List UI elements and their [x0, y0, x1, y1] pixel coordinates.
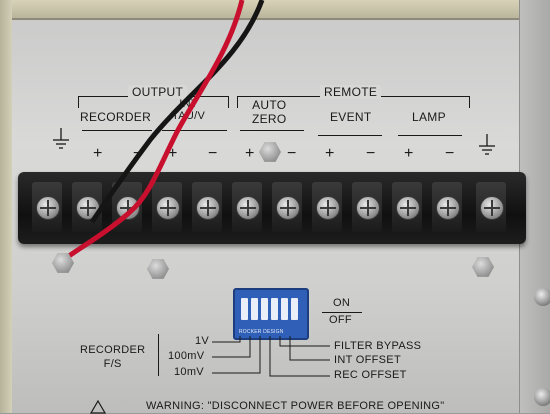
case-screw — [534, 288, 550, 306]
auto-zero-underline — [240, 130, 304, 131]
screw-icon — [116, 196, 140, 220]
terminal-recorder-plus[interactable] — [72, 182, 102, 232]
screw-icon — [156, 196, 180, 220]
event-underline — [318, 135, 382, 136]
remote-bracket-left — [237, 96, 238, 108]
lamp-underline — [398, 135, 462, 136]
terminal-strip — [18, 172, 526, 244]
int-offset-label: INT OFFSET — [334, 354, 401, 366]
off-label: OFF — [329, 314, 352, 326]
plus-sign: + — [404, 145, 414, 162]
screw-icon — [480, 196, 504, 220]
rec-offset-label: REC OFFSET — [334, 369, 407, 381]
minus-sign: − — [366, 145, 376, 162]
screw-icon — [396, 196, 420, 220]
dip-toggle-6[interactable] — [291, 298, 298, 320]
plus-sign: + — [168, 145, 178, 162]
minus-sign: − — [208, 145, 218, 162]
terminal-int-minus[interactable] — [192, 182, 222, 232]
auto-zero-nut — [259, 142, 281, 162]
screw-icon — [76, 196, 100, 220]
top-rim — [0, 0, 550, 20]
terminal-event-plus[interactable] — [312, 182, 342, 232]
screw-icon — [36, 196, 60, 220]
on-off-divider — [322, 312, 362, 313]
case-screw — [534, 388, 550, 406]
range-100mv: 100mV — [168, 350, 205, 362]
minus-sign: − — [287, 145, 297, 162]
ground-icon — [479, 134, 495, 155]
event-label: EVENT — [330, 110, 372, 124]
terminal-ground[interactable] — [32, 182, 62, 232]
dip-toggle-1[interactable] — [241, 298, 248, 320]
recorder-label: RECORDER — [80, 110, 152, 124]
plus-sign: + — [93, 145, 103, 162]
screw-icon — [356, 196, 380, 220]
ground-icon — [53, 128, 69, 149]
left-rim — [0, 0, 12, 413]
lamp-label: LAMP — [412, 110, 446, 124]
warning-text: WARNING: "DISCONNECT POWER BEFORE OPENIN… — [146, 400, 445, 412]
remote-bracket-right — [469, 96, 470, 108]
dip-toggle-2[interactable] — [251, 298, 258, 320]
screw-icon — [436, 196, 460, 220]
terminal-event-minus[interactable] — [352, 182, 382, 232]
remote-label: REMOTE — [320, 85, 382, 99]
plus-sign: + — [325, 145, 335, 162]
terminal-ground-right[interactable] — [476, 182, 506, 232]
terminal-lamp-minus[interactable] — [432, 182, 462, 232]
warning-triangle-icon — [90, 400, 106, 414]
mount-nut — [52, 253, 74, 273]
fs-bracket — [158, 334, 159, 376]
range-10mv: 10mV — [174, 366, 204, 378]
dip-toggle-4[interactable] — [271, 298, 278, 320]
range-1v: 1V — [195, 335, 210, 347]
output-bracket-left — [78, 96, 79, 108]
recorder-underline — [82, 130, 152, 131]
recorder-fs-label: RECORDER F/S — [80, 344, 146, 370]
screw-icon — [316, 196, 340, 220]
terminal-int-plus[interactable] — [152, 182, 182, 232]
mount-nut — [147, 259, 169, 279]
auto-zero-label: AUTO ZERO — [252, 98, 287, 126]
on-label: ON — [333, 297, 351, 309]
screw-icon — [276, 196, 300, 220]
screw-icon — [236, 196, 260, 220]
terminal-auto-zero-minus[interactable] — [272, 182, 302, 232]
minus-sign: − — [445, 145, 455, 162]
dip-toggle-5[interactable] — [281, 298, 288, 320]
plus-sign: + — [245, 145, 255, 162]
terminal-lamp-plus[interactable] — [392, 182, 422, 232]
mount-nut — [472, 257, 494, 277]
terminal-auto-zero-plus[interactable] — [232, 182, 262, 232]
output-bracket-right — [228, 96, 229, 108]
filter-bypass-label: FILTER BYPASS — [334, 340, 422, 352]
screw-icon — [196, 196, 220, 220]
output-label: OUTPUT — [128, 85, 188, 99]
int-tau-underline — [162, 130, 227, 131]
dip-switch[interactable]: ROCKER DESIGN — [233, 288, 309, 340]
dip-toggle-3[interactable] — [261, 298, 268, 320]
dip-imprint: ROCKER DESIGN — [239, 329, 284, 335]
